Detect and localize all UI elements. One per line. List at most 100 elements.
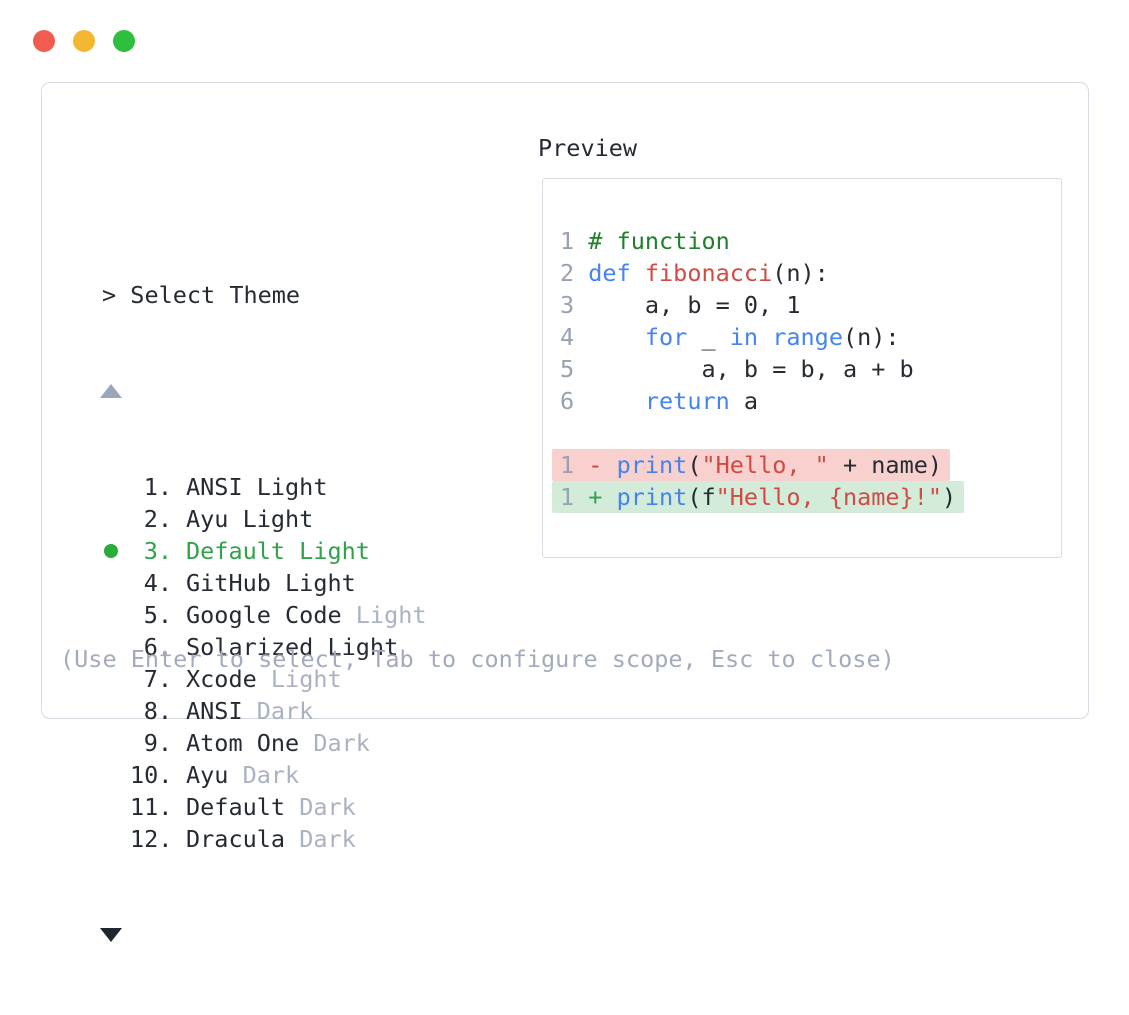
triangle-down-icon bbox=[100, 928, 122, 942]
theme-list-item[interactable]: 8.ANSI Dark bbox=[102, 695, 427, 727]
code-line-content: 3 a, b = 0, 1 bbox=[560, 289, 801, 321]
theme-list-item[interactable]: 11. Default Dark bbox=[102, 791, 427, 823]
theme-item-variant-suffix: Light bbox=[341, 601, 427, 629]
code-line-content: 2 def fibonacci(n): bbox=[560, 257, 829, 289]
theme-item-variant-suffix: Dark bbox=[285, 825, 356, 853]
code-token-plain bbox=[602, 483, 616, 511]
theme-item-name: Xcode bbox=[186, 665, 257, 693]
theme-list-item[interactable]: 2.Ayu Light bbox=[102, 503, 427, 535]
code-token-plain: a bbox=[729, 387, 759, 415]
theme-item-name: ANSI bbox=[186, 697, 243, 725]
code-token-keyword: in bbox=[729, 323, 759, 351]
theme-item-number: 4. bbox=[143, 569, 172, 597]
theme-list-item[interactable]: 3. Default Light bbox=[102, 535, 427, 567]
code-line: 4 for _ in range(n): bbox=[560, 321, 964, 353]
keyboard-hint: (Use Enter to select, Tab to configure s… bbox=[60, 645, 895, 673]
window-controls bbox=[33, 30, 135, 52]
selected-theme-dot-icon bbox=[104, 544, 118, 558]
theme-item-name: Default bbox=[186, 793, 286, 821]
theme-item-number: 9. bbox=[143, 729, 172, 757]
code-token-plain bbox=[758, 323, 772, 351]
theme-item-number: 11. bbox=[130, 793, 173, 821]
theme-list-item[interactable]: 10. Ayu Dark bbox=[102, 759, 427, 791]
picker-prompt: > Select Theme bbox=[102, 281, 301, 309]
line-number: 5 bbox=[560, 355, 575, 383]
selection-dot-column bbox=[102, 535, 130, 567]
theme-list-item[interactable]: 5.Google Code Light bbox=[102, 599, 427, 631]
theme-item-number: 3. bbox=[143, 537, 172, 565]
theme-item-name: Dracula bbox=[186, 825, 286, 853]
diff-added-line: 1+ print(f"Hello, {name}!") bbox=[552, 481, 965, 513]
theme-item-variant-suffix: Dark bbox=[299, 729, 370, 757]
theme-item-variant-suffix: Dark bbox=[285, 793, 356, 821]
code-token-keyword: return bbox=[644, 387, 730, 415]
line-number: 6 bbox=[560, 387, 575, 415]
triangle-up-icon bbox=[100, 384, 122, 398]
minimize-button[interactable] bbox=[73, 30, 95, 52]
theme-item-name: Ayu Light bbox=[186, 505, 314, 533]
theme-list-item[interactable]: 4. GitHub Light bbox=[102, 567, 427, 599]
code-token-keyword: for bbox=[644, 323, 688, 351]
theme-list-item[interactable]: 9.Atom One Dark bbox=[102, 727, 427, 759]
code-token-plain: ( bbox=[687, 451, 702, 479]
maximize-button[interactable] bbox=[113, 30, 135, 52]
code-line: 3 a, b = 0, 1 bbox=[560, 289, 964, 321]
code-token-keyword: print bbox=[616, 451, 688, 479]
code-line: 6 return a bbox=[560, 385, 964, 417]
theme-item-name: Ayu bbox=[186, 761, 229, 789]
selection-dot-column bbox=[102, 727, 130, 759]
close-button[interactable] bbox=[33, 30, 55, 52]
theme-item-number: 12. bbox=[130, 825, 173, 853]
selection-dot-column bbox=[102, 599, 130, 631]
selection-dot-column bbox=[102, 791, 130, 823]
code-line: 5 a, b = b, a + b bbox=[560, 353, 964, 385]
theme-item-number: 7. bbox=[143, 665, 172, 693]
diff-removed-line: 1- print("Hello, " + name) bbox=[552, 449, 964, 481]
theme-list-item[interactable]: 12. Dracula Dark bbox=[102, 823, 427, 855]
line-number: 1 bbox=[560, 483, 575, 511]
code-token-plain bbox=[631, 259, 645, 287]
code-line: 2 def fibonacci(n): bbox=[560, 257, 964, 289]
selection-dot-column bbox=[102, 759, 130, 791]
line-number: 3 bbox=[560, 291, 575, 319]
code-token-plain: (n): bbox=[842, 323, 900, 351]
code-token-string: "Hello, {name}!" bbox=[715, 483, 943, 511]
code-token-keyword: range bbox=[772, 323, 843, 351]
code-line bbox=[560, 417, 964, 449]
theme-item-number: 10. bbox=[130, 761, 173, 789]
code-token-string: "Hello, " bbox=[701, 451, 829, 479]
theme-list-item[interactable]: 1.ANSI Light bbox=[102, 471, 427, 503]
code-line-content: 6 return a bbox=[560, 385, 758, 417]
code-token-plain: (f bbox=[687, 483, 716, 511]
preview-label: Preview bbox=[538, 134, 638, 162]
line-number: 1 bbox=[560, 227, 575, 255]
code-token-plain: a, b = 0, 1 bbox=[588, 291, 801, 319]
code-token-plain: a, b = b, a + b bbox=[588, 355, 914, 383]
theme-list-item[interactable]: 7.Xcode Light bbox=[102, 663, 427, 695]
theme-item-name: Solarized Light bbox=[186, 633, 399, 661]
theme-item-variant-suffix: Dark bbox=[242, 697, 314, 725]
theme-item-variant-suffix: Dark bbox=[228, 761, 300, 789]
line-number: 2 bbox=[560, 259, 575, 287]
scroll-down-icon[interactable] bbox=[100, 919, 427, 951]
theme-item-number: 6. bbox=[143, 633, 172, 661]
theme-list-item[interactable]: 6. Solarized Light bbox=[102, 631, 427, 663]
theme-item-name: ANSI Light bbox=[186, 473, 328, 501]
selection-dot-column bbox=[102, 823, 130, 855]
scroll-up-icon[interactable] bbox=[100, 375, 427, 407]
code-line-content: 5 a, b = b, a + b bbox=[560, 353, 914, 385]
code-token-plain: ) bbox=[942, 483, 957, 511]
code-token-keyword: def bbox=[588, 259, 631, 287]
code-line-content: 4 for _ in range(n): bbox=[560, 321, 900, 353]
code-token-plain: (n): bbox=[772, 259, 829, 287]
code-token-minus: - bbox=[588, 451, 603, 479]
code-line-content bbox=[560, 417, 588, 449]
code-token-function: fibonacci bbox=[644, 259, 773, 287]
theme-item-number: 5. bbox=[143, 601, 172, 629]
code-token-plain bbox=[588, 387, 645, 415]
theme-item-name: Default Light bbox=[186, 537, 370, 565]
theme-item-name: GitHub Light bbox=[186, 569, 356, 597]
code-line-content: 1+ print(f"Hello, {name}!") bbox=[552, 481, 965, 513]
